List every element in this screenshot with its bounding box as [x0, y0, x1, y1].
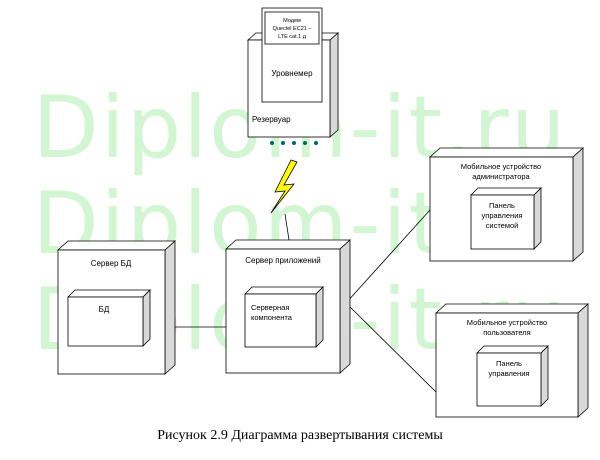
db-server-label: Сервер БД — [91, 259, 132, 268]
db-label: БД — [99, 305, 110, 314]
server-component: Серверная компонента — [244, 286, 324, 348]
user-panel-label-2: управления — [489, 369, 530, 378]
figure-caption: Рисунок 2.9 Диаграмма развертывания сист… — [157, 428, 443, 443]
server-component-label-1: Серверная — [251, 303, 289, 312]
modem-label-3: LTE cat.1 д — [278, 34, 307, 40]
modem-node: Модем Quectel EC21 – LTE cat.1 д — [264, 11, 320, 45]
db-component: БД — [67, 289, 151, 347]
server-component-label-2: компонента — [251, 313, 293, 322]
user-panel-label-1: Панель — [496, 359, 522, 368]
admin-device-label-2: администратора — [472, 172, 530, 181]
admin-panel-label-2: управления — [482, 211, 523, 220]
modem-label-2: Quectel EC21 – — [273, 26, 313, 32]
lightning-link — [284, 213, 290, 241]
admin-panel-label-3: системой — [486, 221, 519, 230]
admin-device-label-1: Мобильное устройство — [461, 162, 541, 171]
user-device-label-2: пользователя — [483, 328, 531, 337]
connector-app-user — [345, 302, 437, 393]
admin-panel-label-1: Панель — [489, 201, 515, 210]
wireless-lightning-icon — [270, 159, 298, 214]
signal-dots — [270, 141, 318, 145]
modem-label-1: Модем — [283, 18, 301, 24]
admin-panel-component: Панель управления системой — [470, 187, 542, 250]
user-device-label-1: Мобильное устройство — [467, 318, 547, 327]
connector-app-admin — [345, 209, 431, 304]
app-server-label: Сервер приложений — [245, 256, 320, 265]
user-panel-component: Панель управления — [476, 345, 549, 407]
reservoir-label: Резервуар — [252, 115, 291, 124]
level-gauge-label: Уровнемер — [271, 69, 313, 78]
